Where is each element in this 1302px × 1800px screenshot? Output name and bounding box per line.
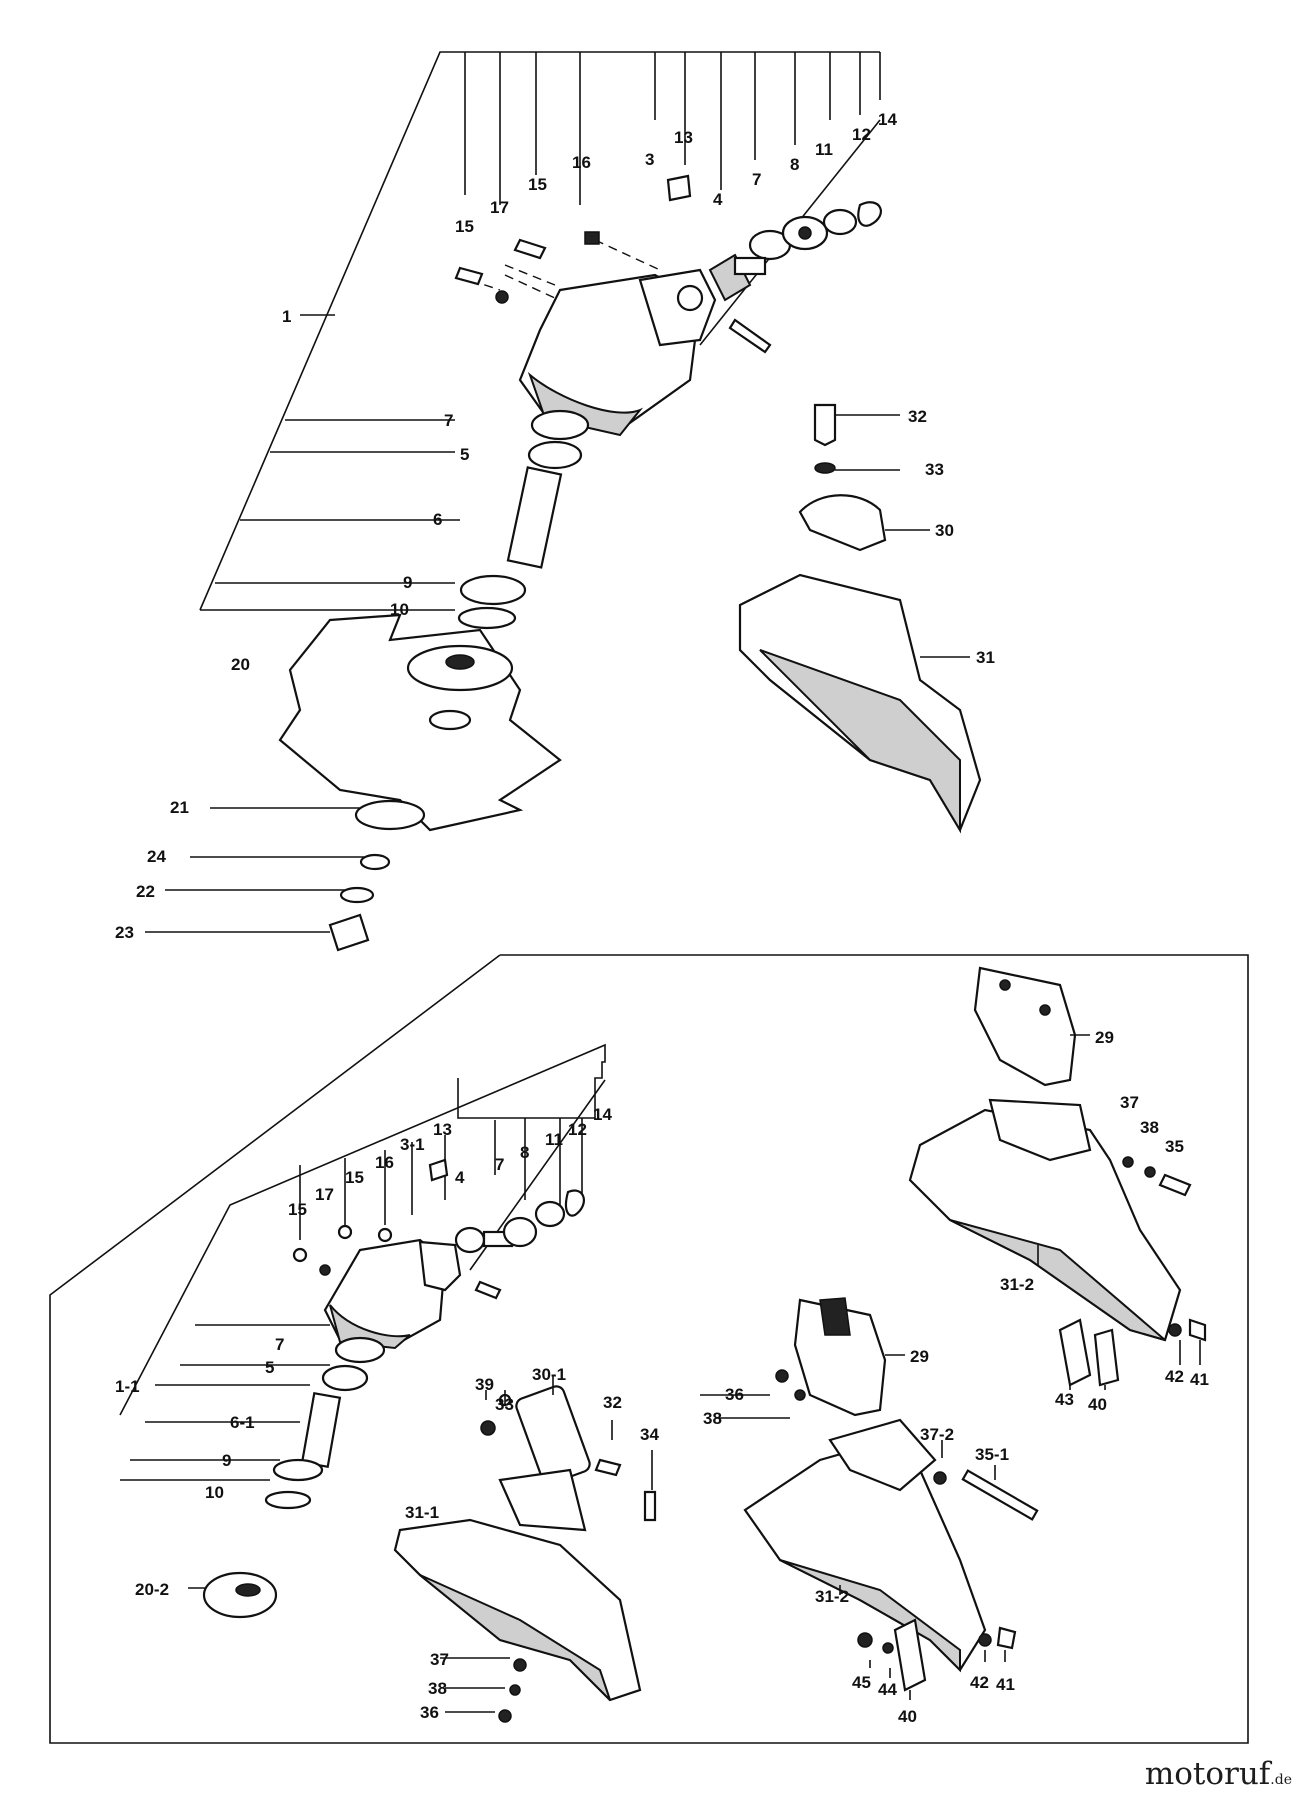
- label: 33: [925, 460, 944, 479]
- label: 1: [282, 307, 291, 326]
- part-labels: 14 12 11 8 7 4 13 3 16 15 17 15 1 7 5 6 …: [115, 110, 1209, 1726]
- label: 29: [1095, 1028, 1114, 1047]
- label: 40: [898, 1707, 917, 1726]
- label: 10: [205, 1483, 224, 1502]
- label: 3-1: [400, 1135, 425, 1154]
- label: 32: [603, 1393, 622, 1412]
- top-assembly: [145, 51, 982, 952]
- label: 33: [495, 1395, 514, 1414]
- label: 15: [455, 217, 474, 236]
- label: 30: [935, 521, 954, 540]
- label: 37: [1120, 1093, 1139, 1112]
- label: 20: [231, 655, 250, 674]
- label: 31: [976, 648, 995, 667]
- label: 45: [852, 1673, 871, 1692]
- label: 43: [1055, 1390, 1074, 1409]
- watermark-name: motoruf: [1144, 1756, 1271, 1792]
- label: 10: [390, 600, 409, 619]
- label: 16: [572, 153, 591, 172]
- label: 23: [115, 923, 134, 942]
- label: 5: [265, 1358, 274, 1377]
- label: 6: [433, 510, 442, 529]
- label: 7: [275, 1335, 284, 1354]
- label: 31-2: [815, 1587, 849, 1606]
- label: 13: [433, 1120, 452, 1139]
- label: 38: [703, 1409, 722, 1428]
- label: 4: [455, 1168, 465, 1187]
- label: 36: [725, 1385, 744, 1404]
- label: 20-2: [135, 1580, 169, 1599]
- label: 22: [136, 882, 155, 901]
- label: 34: [640, 1425, 659, 1444]
- label: 12: [568, 1120, 587, 1139]
- label: 41: [1190, 1370, 1209, 1389]
- label: 11: [545, 1130, 563, 1149]
- label: 32: [908, 407, 927, 426]
- label: 4: [713, 190, 723, 209]
- label: 37: [430, 1650, 449, 1669]
- label: 7: [495, 1155, 504, 1174]
- label: 35: [1165, 1137, 1184, 1156]
- label: 21: [170, 798, 189, 817]
- bottom-assembly: [49, 954, 1249, 1744]
- label: 15: [528, 175, 547, 194]
- label: 40: [1088, 1395, 1107, 1414]
- watermark-suffix: .de: [1270, 1772, 1292, 1788]
- label: 5: [460, 445, 469, 464]
- label: 15: [288, 1200, 307, 1219]
- label: 13: [674, 128, 693, 147]
- label: 11: [815, 140, 833, 159]
- label: 37-2: [920, 1425, 954, 1444]
- label: 38: [1140, 1118, 1159, 1137]
- label: 39: [475, 1375, 494, 1394]
- label: 17: [315, 1185, 334, 1204]
- label: 14: [593, 1105, 612, 1124]
- label: 6-1: [230, 1413, 255, 1432]
- label: 35-1: [975, 1445, 1009, 1464]
- label: 8: [790, 155, 799, 174]
- label: 17: [490, 198, 509, 217]
- label: 24: [147, 847, 166, 866]
- label: 36: [420, 1703, 439, 1722]
- label: 9: [403, 573, 412, 592]
- label: 44: [878, 1680, 897, 1699]
- label: 29: [910, 1347, 929, 1366]
- label: 7: [444, 411, 453, 430]
- label: 8: [520, 1143, 529, 1162]
- label: 42: [1165, 1367, 1184, 1386]
- watermark: motoruf.de: [1145, 1756, 1292, 1792]
- label: 31-1: [405, 1503, 439, 1522]
- label: 9: [222, 1451, 231, 1470]
- label: 3: [645, 150, 654, 169]
- label: 41: [996, 1675, 1015, 1694]
- label: 12: [852, 125, 871, 144]
- label: 1-1: [115, 1377, 140, 1396]
- label: 14: [878, 110, 897, 129]
- label: 42: [970, 1673, 989, 1692]
- label: 38: [428, 1679, 447, 1698]
- label: 30-1: [532, 1365, 566, 1384]
- label: 7: [752, 170, 761, 189]
- label: 15: [345, 1168, 364, 1187]
- label: 31-2: [1000, 1275, 1034, 1294]
- label: 16: [375, 1153, 394, 1172]
